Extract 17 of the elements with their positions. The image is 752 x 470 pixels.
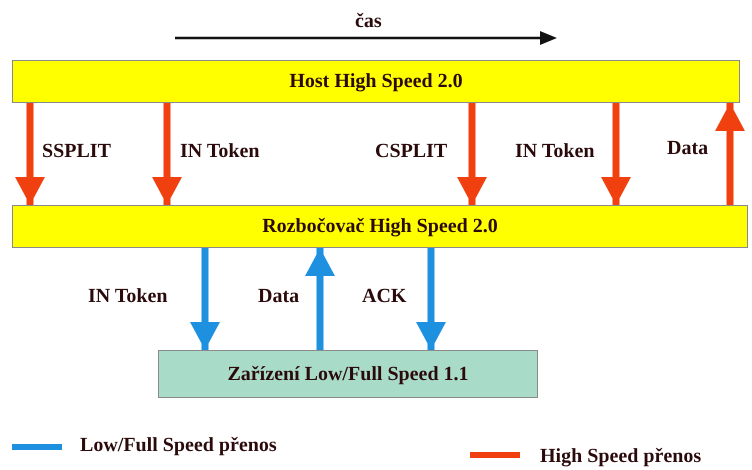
legend-label: High Speed přenos bbox=[540, 445, 702, 467]
node-label: Rozbočovač High Speed 2.0 bbox=[262, 215, 498, 238]
arrow bbox=[457, 103, 487, 205]
process-box bbox=[12, 60, 740, 103]
axis-label: čas bbox=[355, 10, 382, 32]
arrow bbox=[601, 103, 631, 205]
arrow bbox=[152, 103, 182, 205]
arrow bbox=[305, 248, 335, 350]
process-box bbox=[158, 350, 538, 398]
node-label: Host High Speed 2.0 bbox=[289, 70, 463, 93]
process-box bbox=[12, 205, 748, 248]
node-label: Zařízení Low/Full Speed 1.1 bbox=[227, 362, 469, 386]
arrow bbox=[416, 248, 446, 350]
arrow bbox=[190, 248, 220, 350]
legend-label: Low/Full Speed přenos bbox=[80, 434, 277, 456]
arrow bbox=[715, 103, 745, 205]
arrow bbox=[15, 103, 45, 205]
